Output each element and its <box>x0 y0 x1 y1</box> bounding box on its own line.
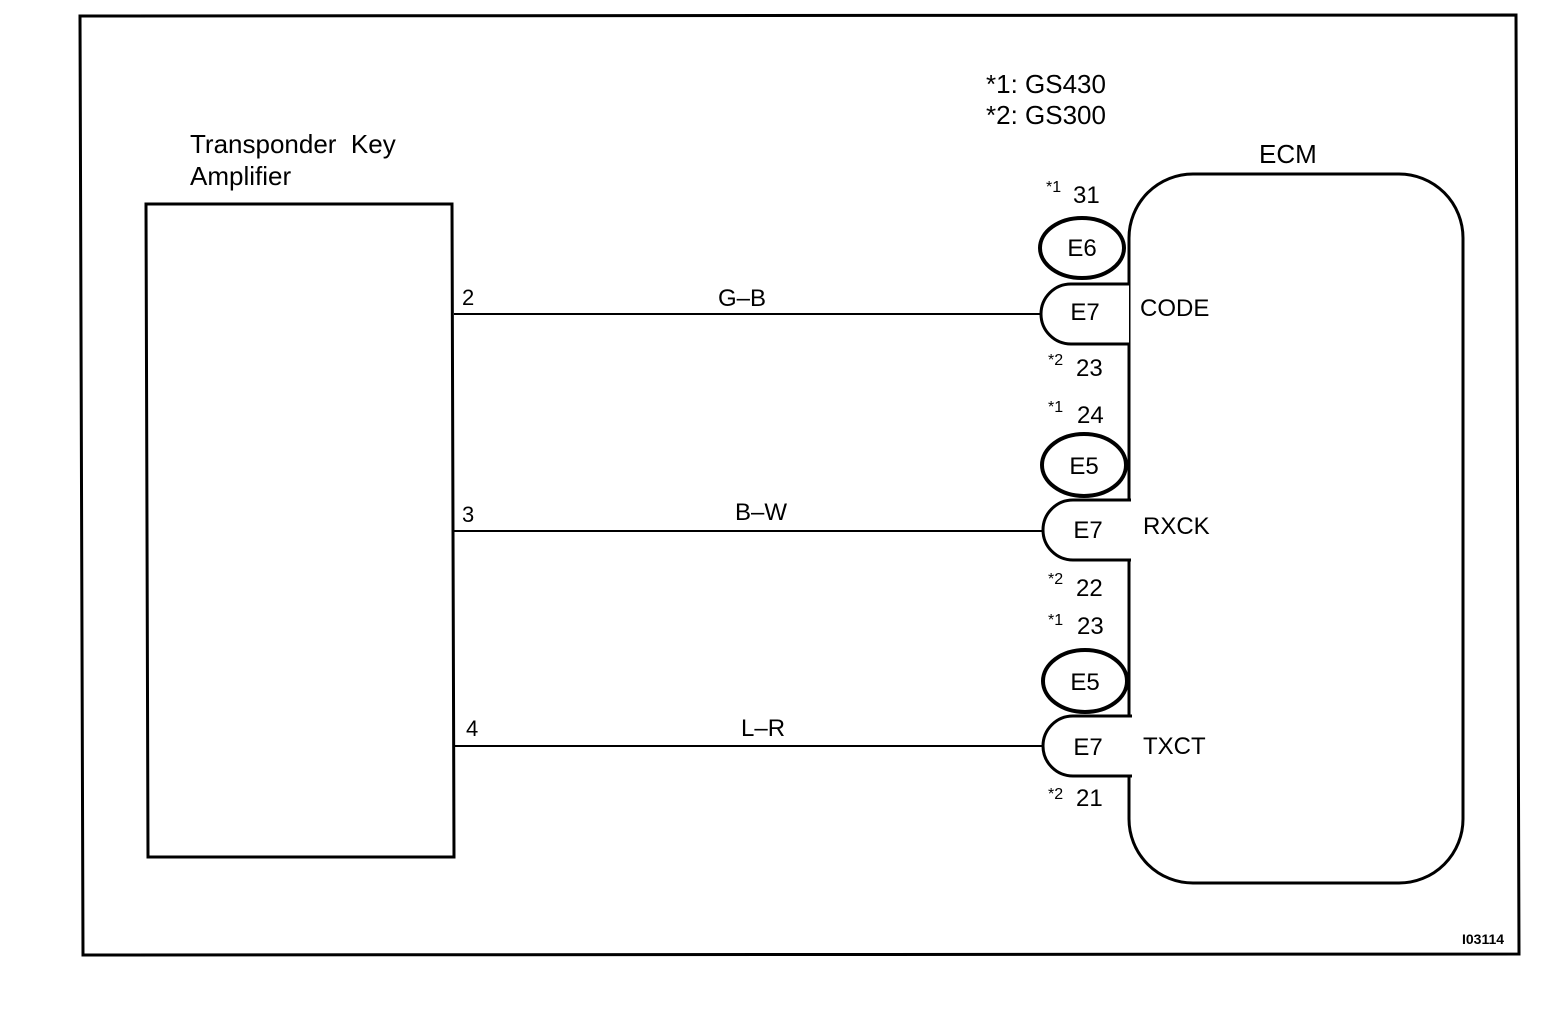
amplifier-label-line-2: Amplifier <box>190 161 291 191</box>
lower-note-mark: *2 <box>1048 571 1063 588</box>
ecm-signal-label: TXCT <box>1143 733 1206 760</box>
diagram-frame <box>78 13 1521 957</box>
wire-color-label: B–W <box>735 499 787 526</box>
circuit-code: 2 G–B *1 31 E6 E7 *2 23 CODE <box>454 179 1209 382</box>
upper-connector <box>1040 432 1128 498</box>
upper-connector <box>1041 648 1129 714</box>
upper-note-pin: 23 <box>1077 613 1104 640</box>
pin-number: 4 <box>466 716 478 741</box>
lower-connector <box>1041 498 1131 562</box>
upper-note-pin: 31 <box>1073 182 1100 209</box>
pin-number: 3 <box>462 502 474 527</box>
upper-connector <box>1038 216 1126 280</box>
ecm-label: ECM <box>1259 139 1317 169</box>
legend-line-2: *2: GS300 <box>986 100 1106 130</box>
lower-connector <box>1041 714 1132 778</box>
upper-note-mark: *1 <box>1048 612 1063 629</box>
upper-connector-label: E6 <box>1067 235 1096 262</box>
lower-note-pin: 22 <box>1076 575 1103 602</box>
lower-connector-label: E7 <box>1073 517 1102 544</box>
upper-note-mark: *1 <box>1048 399 1063 416</box>
pin-number: 2 <box>462 285 474 310</box>
wire-color-label: G–B <box>718 285 766 312</box>
circuit-rxck: 3 B–W *1 24 E5 E7 *2 22 RXCK <box>454 399 1210 602</box>
lower-connector-label: E7 <box>1073 734 1102 761</box>
lower-note-mark: *2 <box>1048 352 1063 369</box>
upper-note-mark: *1 <box>1046 179 1061 196</box>
lower-note-pin: 21 <box>1076 785 1103 812</box>
upper-connector-label: E5 <box>1070 669 1099 696</box>
ecm-signal-label: RXCK <box>1143 513 1210 540</box>
lower-connector <box>1039 282 1129 346</box>
ecm-signal-label: CODE <box>1140 295 1209 322</box>
upper-note-pin: 24 <box>1077 402 1104 429</box>
wire-color-label: L–R <box>741 715 785 742</box>
circuit-txct: 4 L–R *1 23 E5 E7 *2 21 TXCT <box>454 612 1206 812</box>
amplifier-box <box>144 202 456 859</box>
lower-connector-label: E7 <box>1070 299 1099 326</box>
lower-note-mark: *2 <box>1048 786 1063 803</box>
lower-note-pin: 23 <box>1076 355 1103 382</box>
figure-code: I03114 <box>1462 931 1504 947</box>
upper-connector-label: E5 <box>1069 453 1098 480</box>
amplifier-label-line-1: Transponder Key <box>190 129 396 159</box>
legend-line-1: *1: GS430 <box>986 69 1106 99</box>
